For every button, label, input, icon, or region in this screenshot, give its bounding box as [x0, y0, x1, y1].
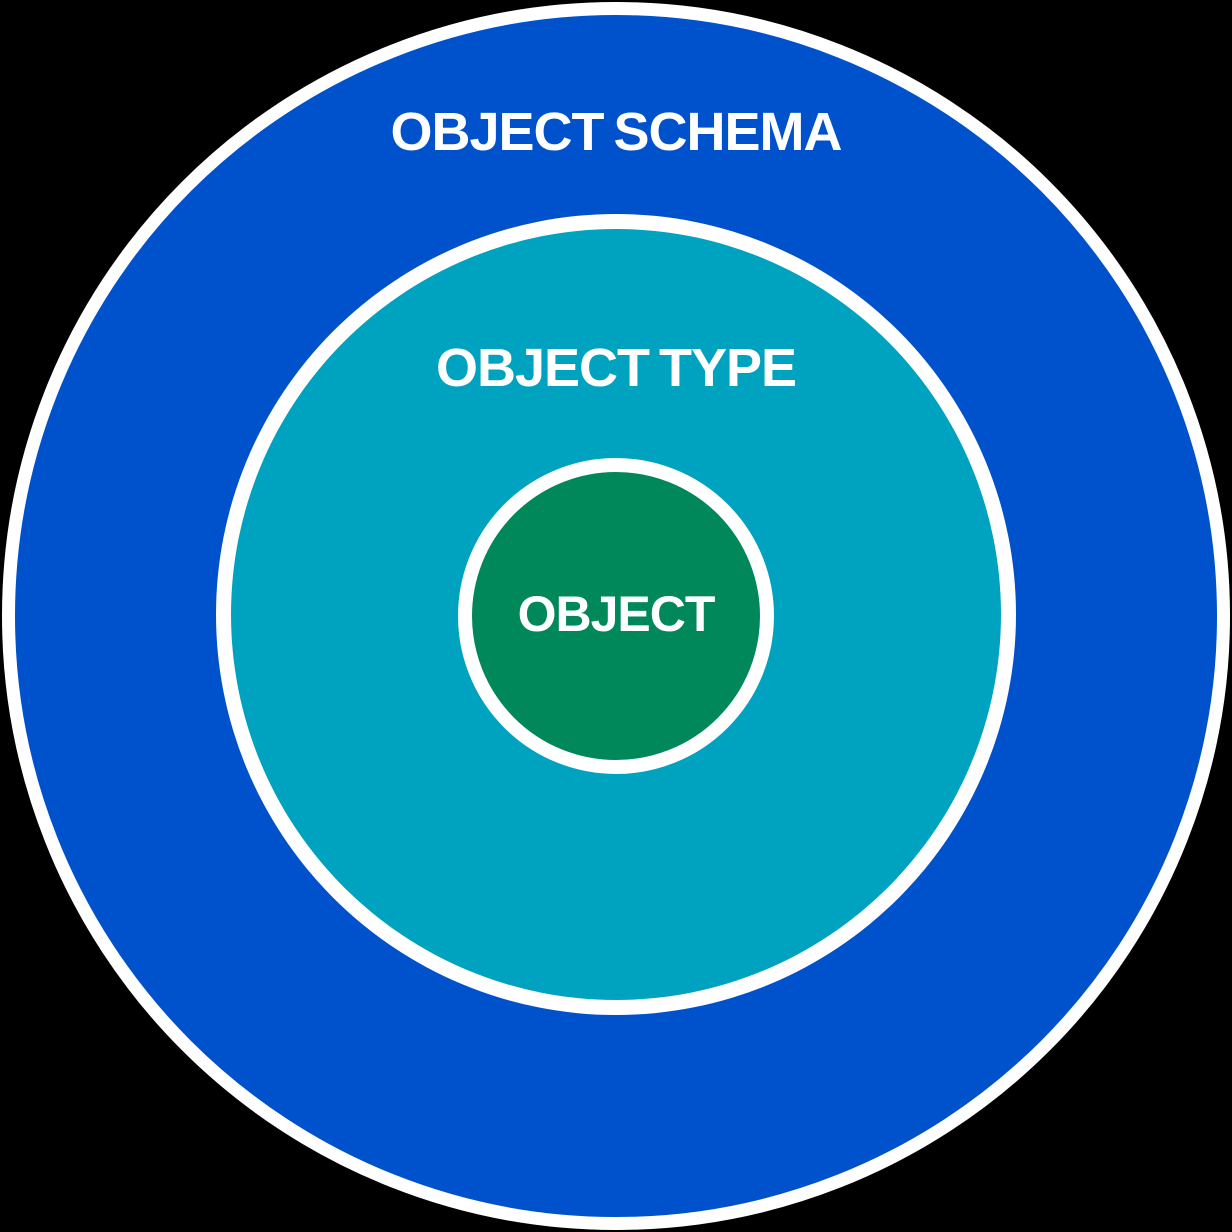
object-type-label: OBJECT TYPE [435, 338, 797, 398]
object-schema-label: OBJECT SCHEMA [390, 102, 842, 162]
object-label: OBJECT [517, 586, 716, 642]
